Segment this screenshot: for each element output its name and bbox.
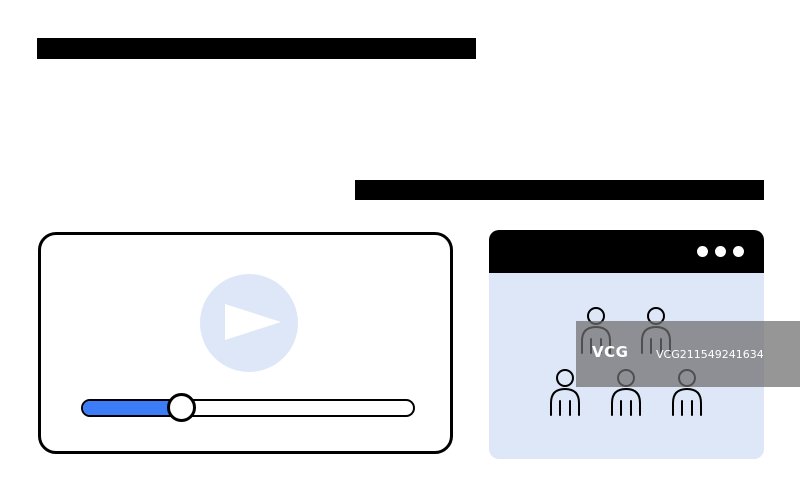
browser-title-bar [489,230,764,273]
progress-fill [83,401,184,415]
play-button[interactable] [200,274,298,372]
watermark: VCG VCG211549241634 [576,321,800,387]
watermark-text: VCG211549241634 [656,348,764,361]
person-icon [550,369,580,416]
progress-handle[interactable] [167,393,197,422]
window-dot-icon[interactable] [697,246,708,257]
heading-bar-middle [355,180,764,200]
watermark-logo: VCG [592,343,629,361]
video-player [38,232,453,454]
play-icon [225,304,281,340]
heading-bar-top [37,38,476,59]
window-dot-icon[interactable] [715,246,726,257]
window-dot-icon[interactable] [733,246,744,257]
progress-bar[interactable] [81,399,415,417]
